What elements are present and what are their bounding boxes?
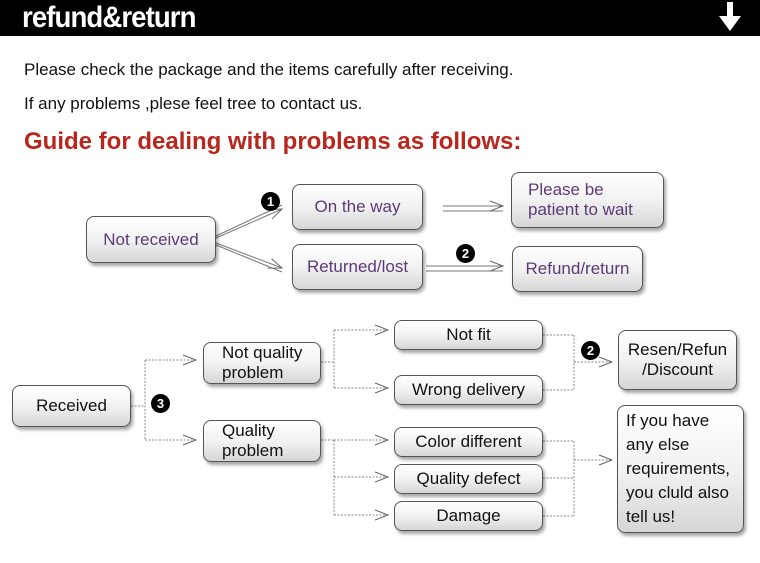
wrong-delivery-label: Wrong delivery [411, 380, 526, 399]
received-label: Received [36, 396, 107, 415]
intro-line-1: Please check the package and the items c… [24, 60, 514, 79]
on-the-way-box: On the way [292, 184, 423, 230]
returned-lost-box: Returned/lost [292, 244, 423, 290]
step-2-badge-top: 2 [456, 244, 475, 263]
please-be-patient-box: Please be patient to wait [511, 172, 664, 228]
else-line-3: requirements, [626, 459, 730, 478]
not-received-box: Not received [86, 216, 216, 263]
resend-refund-discount-box: Resen/Refun /Discount [618, 330, 737, 390]
resend-line1: Resen/Refun [627, 340, 728, 359]
quality-line1: Quality [222, 421, 275, 440]
quality-defect-box: Quality defect [394, 464, 543, 494]
not-quality-line1: Not quality [222, 343, 303, 362]
step-2-badge-bottom: 2 [581, 341, 600, 360]
not-fit-label: Not fit [446, 325, 491, 344]
header-banner: refund&return [0, 0, 760, 36]
intro-line-2: If any problems ,plese feel tree to cont… [24, 94, 363, 113]
color-different-box: Color different [394, 427, 543, 457]
page-title: refund&return [22, 1, 196, 34]
damage-box: Damage [394, 501, 543, 531]
not-received-label: Not received [103, 229, 199, 249]
else-requirements-box: If you have any else requirements, you c… [617, 405, 744, 533]
step-1-badge: 1 [261, 192, 280, 211]
guide-title: Guide for dealing with problems as follo… [24, 128, 522, 155]
else-line-2: any else [626, 435, 690, 454]
else-line-1: If you have [626, 411, 710, 430]
quality-defect-label: Quality defect [416, 469, 521, 488]
wrong-delivery-box: Wrong delivery [394, 375, 543, 405]
quality-line2: problem [222, 441, 284, 460]
refund-return-box: Refund/return [512, 246, 643, 292]
refund-return-label: Refund/return [525, 259, 630, 278]
not-quality-problem-box: Not quality problem [203, 342, 321, 384]
damage-label: Damage [436, 506, 501, 525]
step-3-badge: 3 [151, 394, 170, 413]
resend-line2: /Discount [642, 360, 713, 379]
please-be-patient-line1: Please be [528, 180, 604, 199]
quality-problem-box: Quality problem [203, 420, 321, 462]
arrow-down-icon [719, 2, 741, 31]
received-box: Received [12, 385, 131, 427]
please-be-patient-line2: patient to wait [528, 200, 633, 219]
color-different-label: Color different [415, 432, 522, 451]
else-line-4: you cluld also [626, 483, 730, 502]
else-line-5: tell us! [626, 507, 676, 526]
returned-lost-label: Returned/lost [306, 257, 409, 276]
on-the-way-label: On the way [314, 197, 401, 216]
not-quality-line2: problem [222, 363, 284, 382]
not-fit-box: Not fit [394, 320, 543, 350]
